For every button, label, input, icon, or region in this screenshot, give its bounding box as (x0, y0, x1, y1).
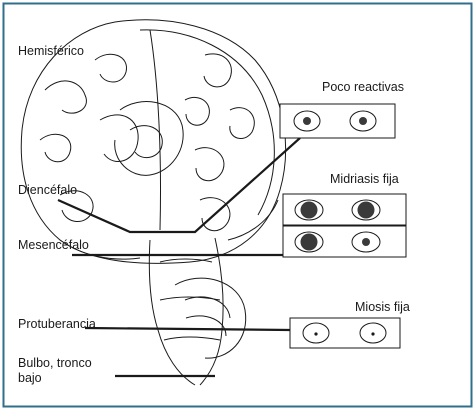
pupil-box-midriasis-fija (283, 194, 406, 225)
pupil-box-miosis-fija (290, 318, 400, 348)
label-hemispheric: Hemisférico (18, 44, 84, 59)
pointer-lines (58, 138, 300, 376)
pupil-box-mesencephalon (283, 226, 406, 257)
pointer-pons (85, 328, 290, 330)
pupil-box-poco-reactivas (280, 104, 395, 138)
label-midriasis-fija: Midriasis fija (330, 172, 399, 187)
label-poco-reactivas: Poco reactivas (322, 80, 404, 95)
label-bulb: Bulbo, tronco bajo (18, 356, 113, 386)
label-miosis-fija: Miosis fija (355, 300, 410, 315)
label-pons: Protuberancia (18, 317, 96, 332)
label-mesencephalon: Mesencéfalo (18, 238, 89, 253)
label-diencephalon: Diencéfalo (18, 183, 77, 198)
